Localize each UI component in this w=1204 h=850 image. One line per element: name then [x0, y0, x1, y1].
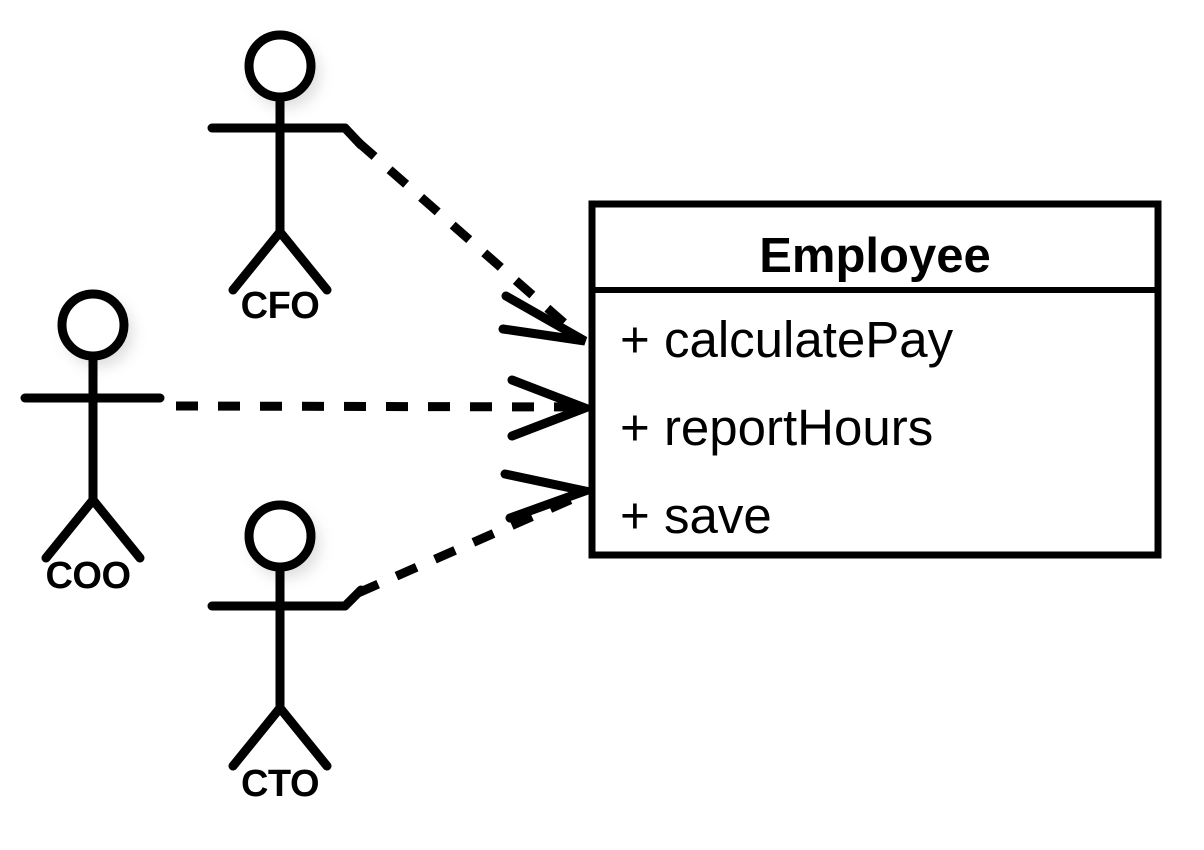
actor-label-coo: COO [45, 555, 130, 597]
class-member-calculate-pay: + calculatePay [620, 311, 954, 368]
coo-head-icon [57, 289, 129, 361]
actor-cto[interactable]: CTO [207, 500, 350, 805]
cto-leg-right [275, 703, 332, 771]
cfo-head-icon [244, 30, 316, 102]
coo-dependency-line [175, 401, 583, 412]
cfo-leg-left [228, 227, 285, 295]
cfo-arrowhead-icon [498, 291, 588, 346]
class-name: Employee [759, 229, 990, 283]
actor-coo[interactable]: COO [20, 289, 165, 597]
cto-dependency-line [356, 491, 581, 598]
coo-arrowhead-icon [507, 375, 598, 441]
cto-leg-left [228, 703, 285, 771]
dependency-cto-to-employee[interactable] [340, 469, 602, 611]
cto-arrowhead-icon [500, 469, 602, 523]
actor-cfo[interactable]: CFO [207, 30, 350, 327]
class-box-frame [588, 200, 1162, 559]
actor-label-cfo: CFO [241, 285, 320, 327]
coo-leg-left [41, 495, 98, 563]
dependency-cfo-to-employee[interactable] [340, 123, 588, 346]
class-box-employee[interactable]: Employee + calculatePay + reportHours + … [588, 200, 1162, 559]
cfo-dependency-line [355, 138, 582, 340]
coo-leg-right [88, 495, 145, 563]
cto-head-icon [244, 500, 316, 572]
cfo-leg-right [275, 227, 332, 295]
dependency-coo-to-employee[interactable] [175, 375, 598, 441]
class-member-report-hours: + reportHours [620, 399, 933, 456]
actor-label-cto: CTO [241, 763, 319, 805]
class-member-save: + save [620, 487, 772, 544]
